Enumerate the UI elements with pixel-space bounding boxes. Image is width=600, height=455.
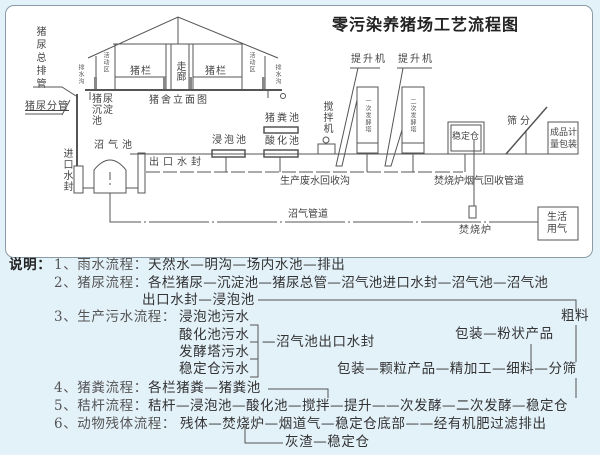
pig-pen-right-label: 猪栏	[205, 66, 227, 77]
urine-flow-label: 2、猪尿流程：	[54, 275, 148, 291]
notes-connectors	[244, 299, 577, 444]
manure-tank-label: 猪粪池	[265, 113, 301, 124]
granule-product: 包装—颗粒产品—精加工—细料—分筛	[337, 361, 577, 377]
outlet-water-seal-label: 出口水封	[149, 157, 205, 168]
wastewater-item: 浸泡池污水	[179, 309, 250, 325]
pigsty-elevation-label: 猪舍立面图	[149, 95, 209, 106]
wastewater-item: 稳定仓污水	[179, 361, 250, 377]
flue-gas-pipe-label: 焚烧炉烟气回收管道	[434, 176, 524, 187]
stabilization-bin-label: 稳定仓	[452, 132, 480, 142]
carcass-flow-label: 6、动物残体流程：	[54, 416, 176, 432]
straw-flow: 秸杆—浸泡池—酸化池—搅拌—提升——次发酵—二次发酵—稳定仓	[148, 398, 568, 414]
corridor-label: 走廊	[174, 61, 185, 81]
pig-pen-left-label: 猪栏	[130, 66, 152, 77]
manure-flow: 各栏猪粪—猪粪池	[148, 380, 261, 396]
screening-label: 筛分	[507, 116, 533, 127]
wastewater-item: 发酵塔污水	[179, 344, 250, 360]
elevator-2-label: 提升机	[398, 54, 434, 65]
wastewater-flow-label: 3、生产污水流程：	[54, 309, 176, 325]
wastewater-ditch-label: 生产废水回收沟	[280, 176, 350, 187]
soaking-tank-label: 浸泡池	[212, 135, 248, 146]
activity-area-right-label: 活动区	[248, 52, 255, 73]
urine-main-pipe-label: 猪尿总排管	[34, 26, 45, 91]
packaging-label: 成品计量包装	[550, 128, 578, 150]
drain-ditch-left-label: 排水沟	[77, 64, 84, 85]
urine-branch-pipe-label: 猪尿分管	[25, 101, 69, 112]
pigsty-drawing	[85, 16, 286, 100]
diagram-title: 零污染养猪场工艺流程图	[332, 15, 520, 34]
domestic-gas-label: 生活用气	[547, 212, 567, 235]
manure-flow-label: 4、猪粪流程：	[54, 380, 148, 396]
inlet-water-seal-label: 进口水封	[61, 148, 72, 192]
rain-flow: 天然水—明沟—场内水池—排出	[148, 257, 346, 273]
urine-flow: 各栏猪尿—沉淀池—猪尿总管—沼气池进口水封—沼气池—沼气池	[148, 275, 549, 291]
wastewater-item: 酸化池污水	[179, 327, 250, 343]
ash-flow: 灰渣—稳定仓	[285, 434, 370, 450]
diagram-panel	[5, 5, 593, 258]
incinerator-label: 焚烧炉	[459, 225, 492, 236]
biogas-digester-label: 沼气池	[94, 140, 136, 151]
second-fermenter-label: 二次发酵塔	[409, 98, 416, 133]
wastewater-target: —沼气池出口水封	[262, 334, 375, 350]
biogas-pipe-label: 沼气管道	[288, 209, 328, 220]
first-fermenter-label: 一次发酵塔	[364, 98, 371, 133]
mixer-label: 搅拌机	[321, 101, 332, 134]
rain-flow-label: 1、雨水流程：	[54, 257, 148, 273]
urine-flow-cont: 出口水封—浸泡池	[142, 292, 255, 308]
urine-settling-tank-label: 猪尿沉淀池	[92, 94, 114, 127]
powder-product: 包装—粉状产品	[455, 326, 554, 342]
acidification-tank-label: 酸化池	[265, 136, 301, 147]
activity-area-left-label: 活动区	[102, 52, 109, 73]
coarse-material: 粗料	[561, 308, 590, 324]
drain-ditch-right-label: 排水沟	[274, 64, 281, 85]
notes-heading: 说明：	[9, 257, 52, 273]
carcass-flow: 残体—焚烧炉—烟道气—稳定仓底部——经有机肥过滤排出	[180, 416, 547, 432]
elevator-1-label: 提升机	[351, 54, 387, 65]
straw-flow-label: 5、秸杆流程：	[54, 398, 148, 414]
